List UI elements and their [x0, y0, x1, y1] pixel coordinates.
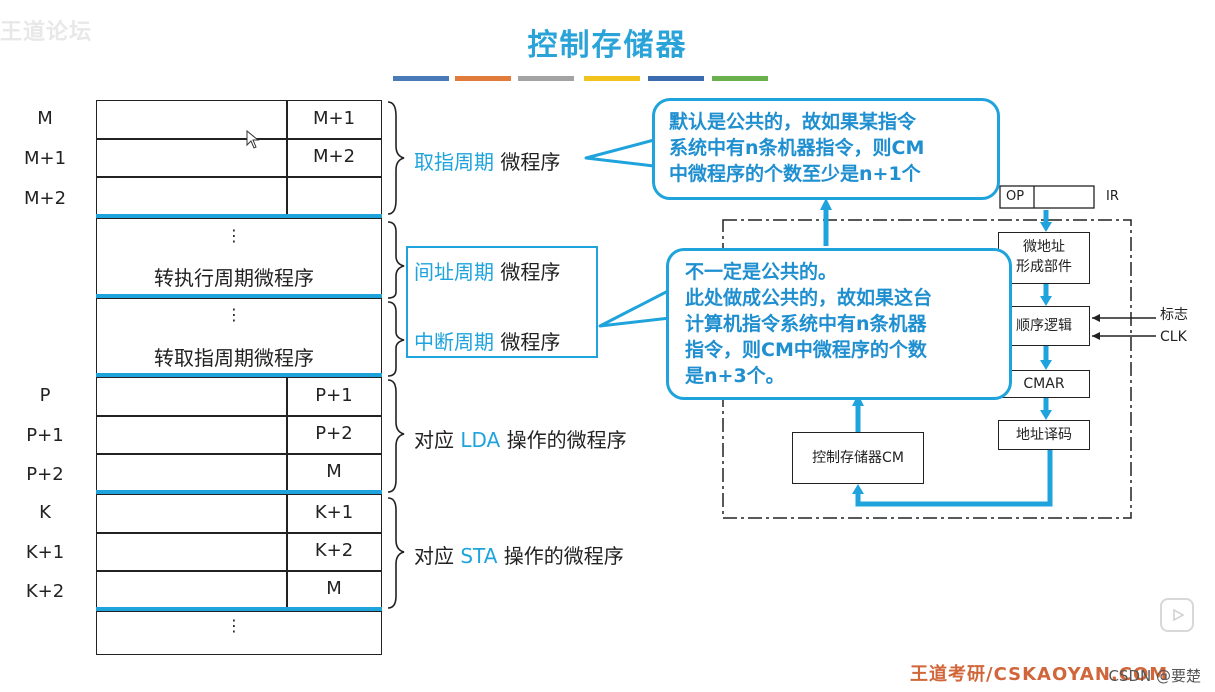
callout-line: 不一定是公共的。 [685, 261, 838, 283]
block-separator [96, 214, 382, 218]
interrupt-cycle-name: 中断周期 [414, 330, 494, 354]
address-generator-line1: 微地址 [1023, 239, 1065, 255]
clk-input-label: CLK [1160, 329, 1187, 345]
flag-input-label: 标志 [1160, 307, 1188, 323]
brace-lda [387, 379, 405, 493]
sequence-logic-unit: 顺序逻辑 [998, 306, 1090, 346]
fetch-cycle-suffix: 微程序 [494, 150, 561, 174]
color-bar [584, 76, 640, 81]
callout-line: 中微程序的个数至少是n+1个 [669, 163, 921, 185]
remaining-block [96, 611, 382, 655]
row-address-label: M+2 [23, 188, 67, 209]
row-address-label: P+2 [26, 464, 64, 485]
row-address-label: P+1 [26, 425, 64, 446]
ir-label: IR [1106, 189, 1119, 204]
indirect-cycle-label: 间址周期 微程序 [414, 256, 560, 285]
callout-line: 是n+3个。 [685, 365, 785, 387]
ellipsis-dots: ⋮ [226, 616, 242, 635]
interrupt-block-text: 转取指周期微程序 [154, 346, 314, 370]
next-address-cell: P+1 [286, 377, 382, 417]
lda-label: 对应 LDA 操作的微程序 [414, 424, 627, 453]
forum-watermark: 王道论坛 [0, 20, 93, 45]
color-bar [455, 76, 511, 81]
indirect-block-text: 转执行周期微程序 [154, 266, 314, 290]
micro-op-cell [96, 138, 288, 178]
color-bar [712, 76, 768, 81]
callout-line: 指令，则CM中微程序的个数 [685, 339, 927, 361]
micro-op-cell [96, 100, 288, 140]
callout-line: 默认是公共的，故如果某指令 [669, 111, 917, 133]
brace-sta [387, 497, 405, 609]
sta-suffix: 操作的微程序 [497, 544, 624, 568]
color-bar [648, 76, 704, 81]
block-separator [96, 294, 382, 298]
fetch-cycle-name: 取指周期 [414, 150, 494, 174]
micro-op-cell [96, 532, 288, 572]
brace-interrupt [387, 301, 405, 377]
brace-indirect [387, 221, 405, 299]
next-address-cell: M+1 [286, 100, 382, 140]
brace-fetch [387, 101, 405, 215]
control-memory-cm: 控制存储器CM [792, 432, 924, 484]
row-address-label: M [37, 108, 53, 129]
sta-prefix: 对应 [414, 544, 461, 568]
play-icon[interactable] [1160, 598, 1194, 632]
address-decoder: 地址译码 [998, 420, 1090, 450]
sta-op: STA [460, 544, 498, 568]
brand-footer: 王道考研/CSKAOYAN.COM [910, 664, 1169, 685]
ir-register [999, 185, 1095, 209]
mouse-cursor-icon [246, 130, 260, 149]
row-address-label: P [39, 385, 51, 406]
indirect-cycle-name: 间址周期 [414, 260, 494, 284]
op-field-label: OP [1006, 189, 1025, 204]
block-separator [96, 490, 382, 494]
ellipsis-dots: ⋮ [226, 305, 242, 324]
lda-prefix: 对应 [414, 428, 461, 452]
csdn-credit: CSDN @要楚 [1108, 667, 1201, 685]
brace-group [387, 101, 405, 609]
next-address-cell: M+2 [286, 138, 382, 178]
block-separator [96, 373, 382, 377]
fetch-cycle-label: 取指周期 微程序 [414, 146, 560, 175]
interrupt-cycle-label: 中断周期 微程序 [414, 326, 560, 355]
micro-address-generator: 微地址 形成部件 [998, 232, 1090, 284]
ellipsis-dots: ⋮ [226, 226, 242, 245]
address-generator-line2: 形成部件 [1016, 259, 1072, 275]
next-address-cell: K+2 [286, 532, 382, 572]
block-separator [96, 607, 382, 611]
callout-line: 此处做成公共的，故如果这台 [685, 287, 933, 309]
callout-line: 系统中有n条机器指令，则CM [669, 137, 925, 159]
color-bar [393, 76, 449, 81]
middle-callout-pointer [598, 288, 675, 328]
lda-op: LDA [460, 428, 501, 452]
indirect-interrupt-box [406, 246, 598, 358]
callout-line: 计算机指令系统中有n条机器 [685, 313, 927, 335]
indirect-cycle-suffix: 微程序 [494, 260, 561, 284]
slide-title: 控制存储器 [527, 28, 688, 63]
top-callout: 默认是公共的，故如果某指令 系统中有n条机器指令，则CM 中微程序的个数至少是n… [652, 98, 1000, 200]
sta-label: 对应 STA 操作的微程序 [414, 540, 624, 569]
micro-op-cell [96, 377, 288, 417]
row-address-label: K [39, 502, 51, 523]
lda-suffix: 操作的微程序 [500, 428, 627, 452]
row-address-label: K+2 [25, 581, 65, 602]
interrupt-cycle-suffix: 微程序 [494, 330, 561, 354]
cmar-register: CMAR [998, 370, 1090, 398]
next-address-cell: K+1 [286, 494, 382, 534]
next-address-cell: P+2 [286, 415, 382, 455]
middle-callout: 不一定是公共的。 此处做成公共的，故如果这台 计算机指令系统中有n条机器 指令，… [666, 248, 1012, 400]
color-bar [518, 76, 574, 81]
row-address-label: K+1 [25, 542, 65, 563]
micro-op-cell [96, 415, 288, 455]
micro-op-cell [96, 494, 288, 534]
row-address-label: M+1 [23, 148, 67, 169]
top-callout-pointer [584, 138, 659, 168]
